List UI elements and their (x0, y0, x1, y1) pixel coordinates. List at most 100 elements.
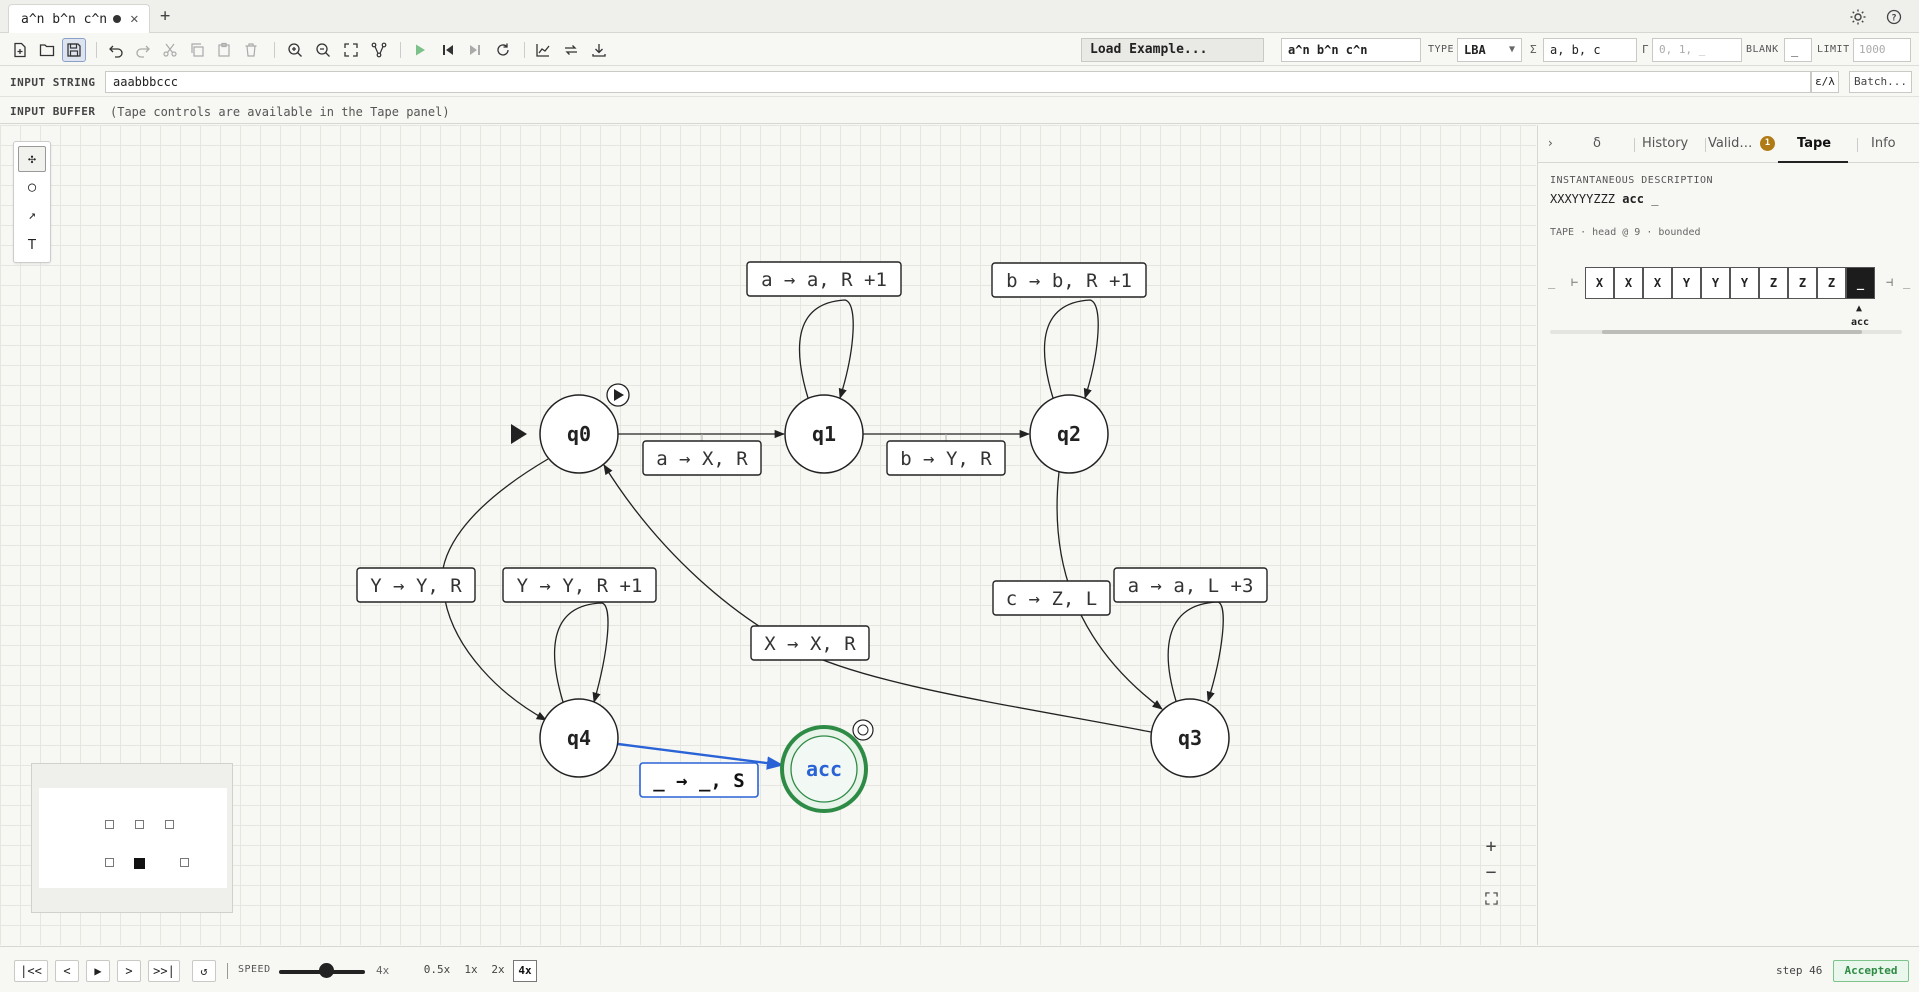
step-back-icon[interactable] (436, 38, 460, 62)
fit-view-icon[interactable] (339, 38, 363, 62)
collapse-panel-icon[interactable]: › (1548, 136, 1553, 150)
tape-cell[interactable]: X (1614, 267, 1643, 299)
machine-name-field[interactable]: a^n b^n c^n (1281, 38, 1421, 62)
tab-tape[interactable]: Tape (1797, 136, 1832, 151)
transition-label: X → X, R (764, 633, 856, 655)
epsilon-button[interactable]: ε/λ (1811, 71, 1839, 93)
tape-cell[interactable]: Y (1730, 267, 1759, 299)
zoom-out-icon[interactable] (311, 38, 335, 62)
instantaneous-description-value: XXXYYYZZZ acc _ (1550, 192, 1658, 206)
last-step-button[interactable]: >>| (148, 960, 180, 982)
run-icon[interactable] (408, 38, 432, 62)
tape-cell-head[interactable]: _ (1846, 267, 1875, 299)
state-q3[interactable] (1150, 698, 1230, 778)
sigma-field[interactable]: a, b, c (1543, 38, 1637, 62)
type-label: TYPE (1428, 44, 1455, 55)
auto-layout-icon[interactable] (367, 38, 391, 62)
select-tool-icon[interactable]: ✣ (18, 146, 46, 172)
close-tab-icon[interactable]: ✕ (130, 11, 139, 27)
save-icon[interactable] (62, 38, 86, 62)
transition-label-box[interactable] (356, 567, 476, 603)
speed-0.5x-button[interactable]: 0.5x (423, 963, 451, 976)
transition-label-box[interactable] (642, 440, 762, 476)
first-step-button[interactable]: |<< (14, 960, 48, 982)
speed-4x-button[interactable]: 4x (513, 960, 537, 982)
tape-cell[interactable]: Y (1701, 267, 1730, 299)
tab-info[interactable]: Info (1871, 136, 1896, 151)
open-folder-icon[interactable] (35, 38, 59, 62)
speed-1x-button[interactable]: 1x (464, 963, 478, 976)
reset-icon[interactable] (491, 38, 515, 62)
prev-step-button[interactable]: < (55, 960, 79, 982)
next-step-button[interactable]: > (117, 960, 141, 982)
download-icon[interactable] (587, 38, 611, 62)
batch-button[interactable]: Batch... (1849, 71, 1912, 93)
type-select[interactable]: LBA▼ (1457, 38, 1522, 62)
state-q4[interactable] (539, 698, 619, 778)
chart-icon[interactable] (531, 38, 555, 62)
minimap-node (135, 820, 144, 829)
tab-history[interactable]: History (1642, 136, 1689, 151)
state-q2[interactable] (1029, 394, 1109, 474)
tape-scrollbar-thumb[interactable] (1602, 330, 1862, 334)
play-button[interactable]: ▶ (86, 960, 110, 982)
id-state: acc (1622, 192, 1644, 206)
new-tab-button[interactable]: + (160, 6, 171, 26)
transition-label-box[interactable] (750, 625, 870, 661)
add-transition-tool-icon[interactable]: ↗ (28, 207, 36, 223)
paste-icon[interactable] (212, 38, 236, 62)
new-file-icon[interactable] (8, 38, 32, 62)
gamma-field[interactable]: 0, 1, _ (1652, 38, 1742, 62)
transition-label-box[interactable] (992, 580, 1111, 616)
blank-field[interactable]: _ (1784, 38, 1812, 62)
chevron-down-icon: ▼ (1508, 44, 1515, 55)
transition-label-box[interactable] (746, 261, 902, 297)
cut-icon[interactable] (158, 38, 182, 62)
transition-edge-q2-q2[interactable] (1043, 299, 1099, 399)
tape-cell[interactable]: Z (1759, 267, 1788, 299)
load-example-button[interactable]: Load Example... (1081, 38, 1264, 62)
zoom-out-button[interactable]: − (1485, 861, 1497, 883)
reset-button[interactable]: ↺ (192, 960, 216, 982)
state-q0[interactable] (539, 394, 619, 474)
delete-icon[interactable] (239, 38, 263, 62)
fit-icon[interactable] (1478, 885, 1504, 911)
redo-icon[interactable] (131, 38, 155, 62)
transition-edge-q4-q4[interactable] (553, 602, 609, 704)
transition-edge-q4-acc[interactable] (617, 742, 784, 770)
transition-edge-q1-q1[interactable] (798, 299, 854, 399)
state-q1[interactable] (784, 394, 864, 474)
transition-label-box[interactable] (1113, 567, 1268, 603)
document-tab[interactable]: a^n b^n c^n ✕ (8, 4, 150, 33)
tape-cell[interactable]: Z (1788, 267, 1817, 299)
add-state-tool-icon[interactable]: ◯ (28, 179, 36, 195)
transition-label-box[interactable] (886, 440, 1006, 476)
transition-edge-q3-q3[interactable] (1167, 601, 1224, 702)
zoom-in-button[interactable]: + (1485, 835, 1497, 857)
copy-icon[interactable] (185, 38, 209, 62)
convert-icon[interactable] (559, 38, 583, 62)
input-string-field[interactable]: aaabbbccc (105, 71, 1811, 93)
step-forward-icon[interactable] (463, 38, 487, 62)
tape-cell[interactable]: X (1643, 267, 1672, 299)
add-text-tool-icon[interactable]: T (28, 237, 36, 253)
transition-label-box[interactable] (639, 762, 759, 798)
tape-scrollbar[interactable] (1550, 330, 1902, 334)
limit-field[interactable]: 1000 (1853, 38, 1911, 62)
transition-label-box[interactable] (502, 567, 657, 603)
speed-slider-thumb[interactable] (319, 963, 335, 978)
tape-cell[interactable]: Y (1672, 267, 1701, 299)
minimap[interactable] (31, 763, 233, 913)
tape-cell[interactable]: X (1585, 267, 1614, 299)
transition-label-box[interactable] (991, 262, 1147, 298)
zoom-in-icon[interactable] (283, 38, 307, 62)
sun-icon[interactable] (1850, 9, 1866, 28)
tab-validation[interactable]: Valid… (1708, 136, 1753, 151)
undo-icon[interactable] (104, 38, 128, 62)
help-icon[interactable]: ? (1886, 9, 1902, 28)
speed-2x-button[interactable]: 2x (491, 963, 505, 976)
tape-cell[interactable]: Z (1817, 267, 1846, 299)
tab-delta[interactable]: δ (1593, 136, 1601, 151)
